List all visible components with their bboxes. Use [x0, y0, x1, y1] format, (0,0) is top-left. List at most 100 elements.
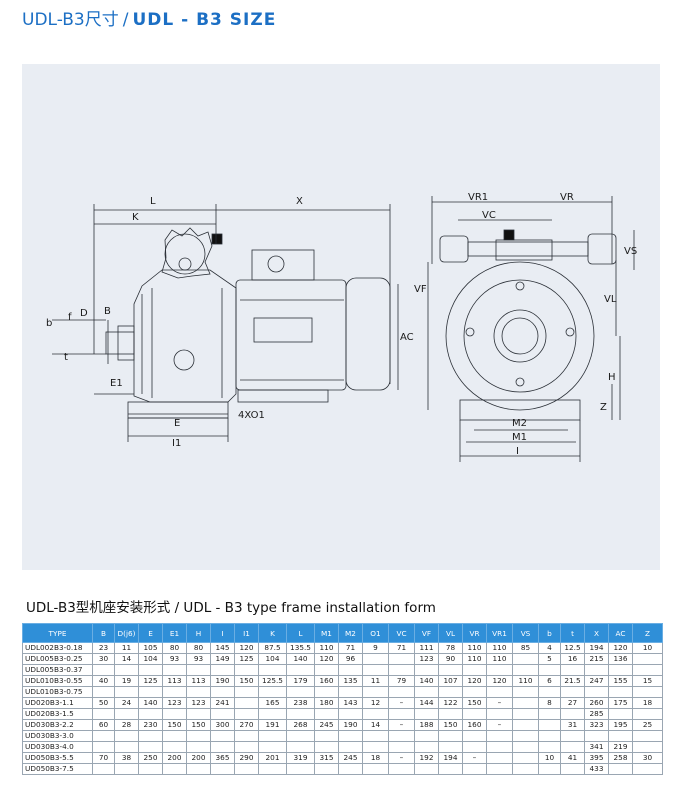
label-M2: M2	[512, 418, 527, 429]
table-cell: 247	[584, 675, 609, 687]
table-cell: 150	[234, 675, 259, 687]
label-I: I	[516, 446, 519, 457]
table-cell	[314, 708, 339, 720]
table-cell: 195	[608, 719, 633, 731]
table-cell	[314, 763, 339, 775]
table-cell	[486, 686, 513, 698]
table-cell: 365	[210, 752, 235, 764]
table-cell: 24	[114, 697, 139, 709]
table-cell: 190	[338, 719, 363, 731]
table-cell: 28	[114, 719, 139, 731]
table-type-cell: UD030B3-4.0	[22, 741, 93, 753]
table-cell: 85	[512, 642, 539, 654]
sight-glass	[173, 349, 195, 371]
table-cell: 160	[314, 675, 339, 687]
table-cell: 123	[186, 697, 211, 709]
table-cell	[210, 686, 235, 698]
table-cell	[462, 763, 487, 775]
table-cell	[186, 730, 211, 742]
label-t: t	[64, 352, 68, 363]
table-cell: 18	[362, 752, 389, 764]
table-cell	[362, 763, 389, 775]
label-VS: VS	[624, 246, 637, 257]
table-cell: 120	[486, 675, 513, 687]
table-cell	[608, 664, 633, 676]
table-cell	[388, 741, 415, 753]
table-cell: 125	[138, 675, 163, 687]
table-cell	[258, 741, 287, 753]
label-Z: Z	[600, 402, 607, 413]
table-header-cell: I1	[234, 623, 259, 643]
table-cell	[92, 730, 115, 742]
table-cell: 268	[286, 719, 315, 731]
table-cell: 215	[584, 653, 609, 665]
table-cell: 12	[362, 697, 389, 709]
table-cell	[234, 763, 259, 775]
table-cell: 230	[138, 719, 163, 731]
table-cell	[608, 686, 633, 698]
table-cell	[234, 697, 259, 709]
table-cell: 23	[92, 642, 115, 654]
table-cell	[414, 741, 439, 753]
table-cell: 14	[362, 719, 389, 731]
table-cell: 260	[584, 697, 609, 709]
table-cell: 15	[632, 675, 663, 687]
table-cell	[138, 708, 163, 720]
table-cell	[138, 741, 163, 753]
table-cell	[286, 686, 315, 698]
table-cell: 175	[608, 697, 633, 709]
table-cell: 10	[632, 642, 663, 654]
reducer-body	[133, 269, 237, 403]
table-cell: 395	[584, 752, 609, 764]
table-cell	[138, 730, 163, 742]
table-cell	[286, 763, 315, 775]
page-title: UDL-B3尺寸/UDL - B3 SIZE	[22, 5, 276, 30]
table-header-cell: VS	[512, 623, 539, 643]
table-cell: 180	[314, 697, 339, 709]
table-cell: 12.5	[560, 642, 585, 654]
table-cell	[234, 730, 259, 742]
table-cell	[162, 686, 187, 698]
table-cell	[608, 708, 633, 720]
table-type-cell: UD050B3-7.5	[22, 763, 93, 775]
table-cell	[512, 708, 539, 720]
table-cell	[388, 664, 415, 676]
table-type-cell: UD030B3-2.2	[22, 719, 93, 731]
table-cell	[258, 664, 287, 676]
label-E: E	[174, 418, 180, 429]
table-cell: 71	[338, 642, 363, 654]
table-cell: 315	[314, 752, 339, 764]
table-cell	[314, 741, 339, 753]
terminal-box	[251, 249, 315, 281]
table-header-cell: O1	[362, 623, 389, 643]
table-header-cell: H	[186, 623, 211, 643]
table-cell	[388, 708, 415, 720]
table-cell	[186, 708, 211, 720]
table-cell	[632, 708, 663, 720]
table-cell	[462, 741, 487, 753]
table-cell	[584, 664, 609, 676]
table-cell	[538, 730, 561, 742]
label-I1: I1	[172, 438, 181, 449]
table-cell	[138, 763, 163, 775]
table-cell	[538, 741, 561, 753]
table-cell	[486, 708, 513, 720]
table-cell	[114, 708, 139, 720]
table-type-cell: UD020B3-1.1	[22, 697, 93, 709]
table-cell: –	[486, 697, 513, 709]
table-cell	[210, 730, 235, 742]
table-cell: 110	[512, 675, 539, 687]
table-header-cell: VL	[438, 623, 463, 643]
output-shaft	[105, 331, 135, 355]
table-header-cell: E1	[162, 623, 187, 643]
table-cell: 25	[632, 719, 663, 731]
table-header-cell: E	[138, 623, 163, 643]
table-title: UDL-B3型机座安装形式 / UDL - B3 type frame inst…	[26, 600, 436, 616]
table-cell	[286, 741, 315, 753]
table-cell	[114, 763, 139, 775]
table-cell	[338, 741, 363, 753]
table-cell	[138, 664, 163, 676]
